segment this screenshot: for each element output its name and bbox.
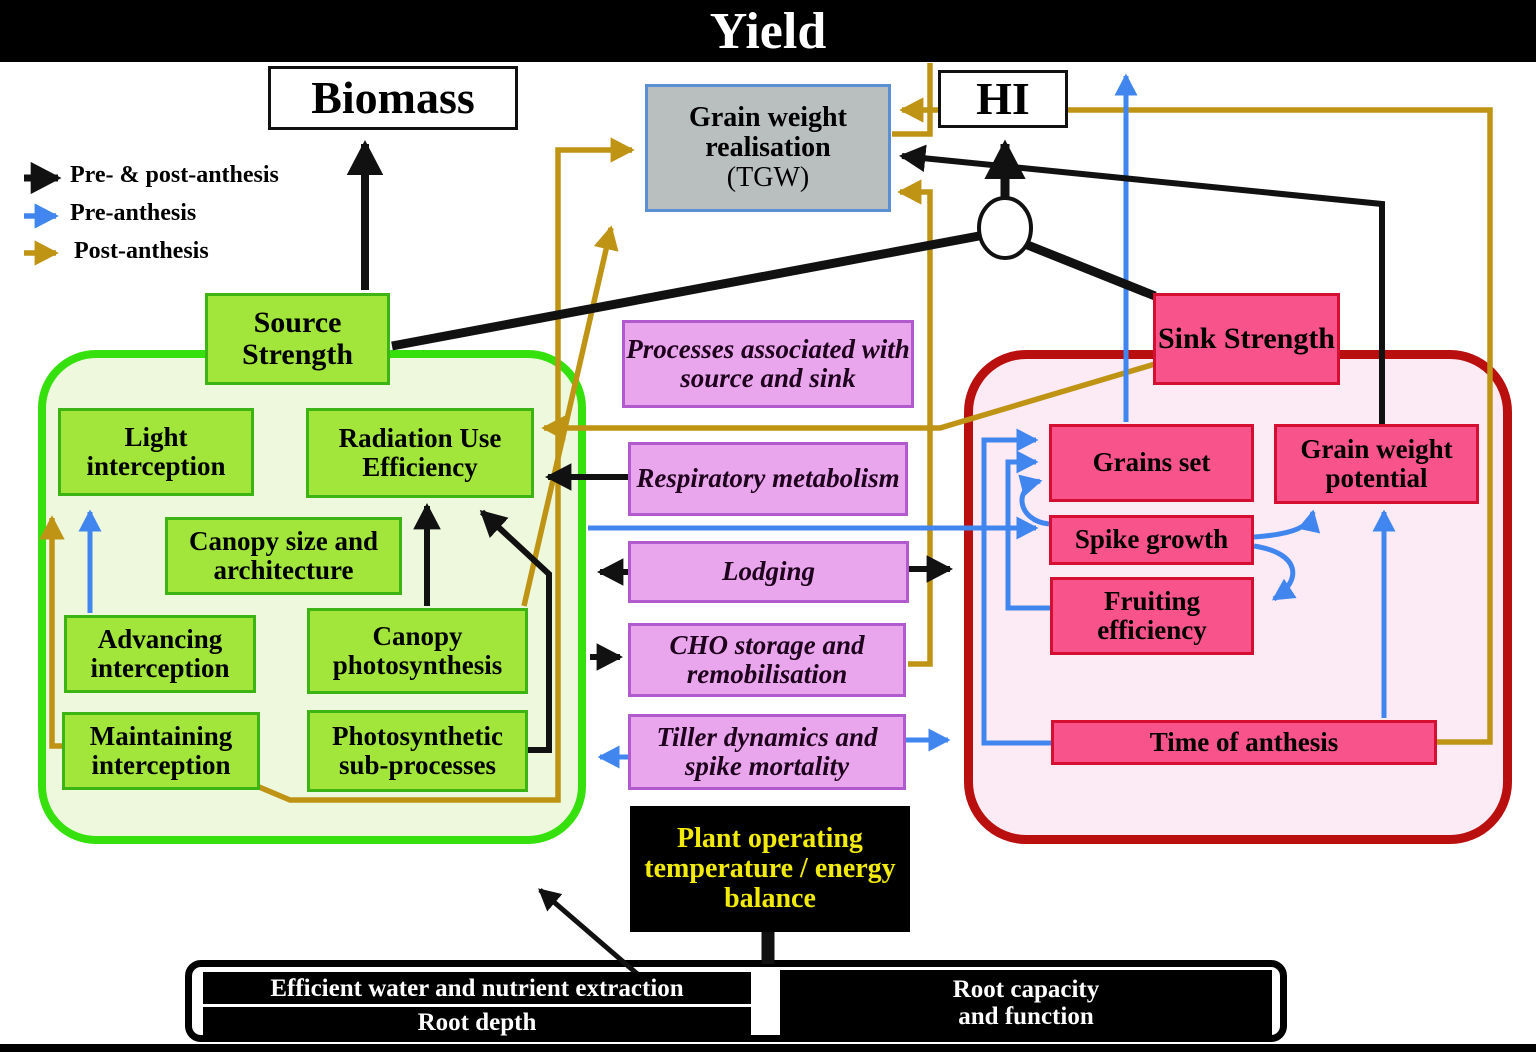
legend-pre-post-label: Pre- & post-anthesis <box>70 162 279 188</box>
root-capacity-line2: and function <box>958 1003 1094 1030</box>
cho-storage-box: CHO storage and remobilisation <box>628 623 906 697</box>
light-interception-box: Light interception <box>58 408 254 496</box>
cho-label: CHO storage and remobilisation <box>669 629 865 689</box>
hi-label: HI <box>976 73 1030 125</box>
canopy-size-label: Canopy size and architecture <box>188 525 379 585</box>
canopy-photosynthesis-box: Canopy photosynthesis <box>307 608 528 694</box>
time-of-anthesis-box: Time of anthesis <box>1051 720 1437 765</box>
root-capacity-line1: Root capacity <box>952 976 1100 1003</box>
legend-pre-label: Pre-anthesis <box>70 200 197 226</box>
legend-post-label: Post-anthesis <box>74 238 209 264</box>
arrow-sink-to-rue <box>541 361 1156 441</box>
light-interception-label: Light interception <box>86 421 226 481</box>
line-tgw-to-yield <box>892 63 933 137</box>
canopy-size-box: Canopy size and architecture <box>165 517 402 595</box>
rue-label: Radiation Use Efficiency <box>338 422 502 482</box>
line-source-to-junction <box>391 228 996 351</box>
arrow-canopyphoto-to-tgw <box>521 225 619 607</box>
tgw-line1: Grain weight <box>689 101 847 133</box>
processes-label: Processes associated with source and sin… <box>626 333 910 393</box>
arrow-maintaining-to-light <box>39 515 65 749</box>
arrow-spike-to-grainsset <box>1018 474 1050 527</box>
fruiting-efficiency-box: Fruiting efficiency <box>1050 577 1254 655</box>
lodging-box: Lodging <box>628 541 909 603</box>
arrow-anthesis-to-tgw <box>899 97 1493 745</box>
water-nutrient-label: Efficient water and nutrient extraction <box>270 974 684 1002</box>
line-junction-to-sink <box>1013 235 1157 301</box>
grain-weight-potential-box: Grain weight potential <box>1274 424 1479 504</box>
arrow-spike-to-fruiting <box>1253 543 1297 602</box>
photosynthetic-subprocesses-box: Photosynthetic sub-processes <box>307 710 528 792</box>
biomass-box: Biomass <box>268 66 518 130</box>
arrow-fruiting-to-grainsset <box>1005 450 1050 611</box>
grain-weight-realisation-box: Grain weight realisation (TGW) <box>645 84 891 212</box>
advancing-interception-box: Advancing interception <box>64 615 256 693</box>
gwp-label: Grain weight potential <box>1300 433 1453 493</box>
multiply-junction <box>977 196 1033 260</box>
arrow-photosub-to-rue <box>479 509 552 753</box>
fruiting-efficiency-label: Fruiting efficiency <box>1097 585 1207 645</box>
arrow-maintaining-to-tgw <box>250 137 635 803</box>
spike-growth-label: Spike growth <box>1074 524 1229 555</box>
maintaining-interception-box: Maintaining interception <box>62 712 260 790</box>
yield-title: Yield <box>709 2 827 60</box>
root-depth-bar: Root depth <box>203 1007 751 1038</box>
arrow-gwp-to-tgw <box>899 144 1385 424</box>
water-nutrient-bar: Efficient water and nutrient extraction <box>203 972 751 1004</box>
biomass-label: Biomass <box>311 72 475 124</box>
grains-set-label: Grains set <box>1092 447 1211 478</box>
arrow-anthesis-to-grainsset <box>981 428 1051 746</box>
bottom-border-strip <box>0 1044 1536 1052</box>
yield-title-bar: Yield <box>0 0 1536 62</box>
tiller-label: Tiller dynamics and spike mortality <box>656 721 878 781</box>
lodging-label: Lodging <box>721 556 815 587</box>
sink-strength-label: Sink Strength <box>1157 321 1335 355</box>
sink-strength-box: Sink Strength <box>1153 293 1340 385</box>
processes-associated-box: Processes associated with source and sin… <box>622 320 914 408</box>
tiller-dynamics-box: Tiller dynamics and spike mortality <box>628 714 906 790</box>
harvest-index-box: HI <box>938 70 1068 128</box>
spike-growth-box: Spike growth <box>1049 515 1254 565</box>
plant-operating-temperature-box: Plant operating temperature / energy bal… <box>630 806 910 932</box>
grains-set-box: Grains set <box>1049 424 1254 502</box>
arrow-roots-to-source <box>538 888 644 980</box>
photosynthetic-subprocesses-label: Photosynthetic sub-processes <box>332 720 503 780</box>
tgw-line3: (TGW) <box>726 162 810 194</box>
respiratory-label: Respiratory metabolism <box>636 463 900 494</box>
respiratory-metabolism-box: Respiratory metabolism <box>628 442 908 516</box>
radiation-use-efficiency-box: Radiation Use Efficiency <box>306 408 534 498</box>
tgw-line2: realisation <box>705 131 831 163</box>
source-strength-label: Source Strength <box>241 305 354 371</box>
canopy-photosynthesis-label: Canopy photosynthesis <box>332 620 503 680</box>
plant-operating-label: Plant operating temperature / energy bal… <box>644 822 896 915</box>
advancing-interception-label: Advancing interception <box>90 623 230 683</box>
root-capacity-bar: Root capacity and function <box>780 970 1272 1036</box>
maintaining-interception-label: Maintaining interception <box>89 720 233 780</box>
root-depth-label: Root depth <box>417 1009 537 1036</box>
time-of-anthesis-label: Time of anthesis <box>1149 726 1339 757</box>
arrow-spike-to-gwp <box>1253 509 1321 540</box>
source-strength-box: Source Strength <box>205 293 390 385</box>
